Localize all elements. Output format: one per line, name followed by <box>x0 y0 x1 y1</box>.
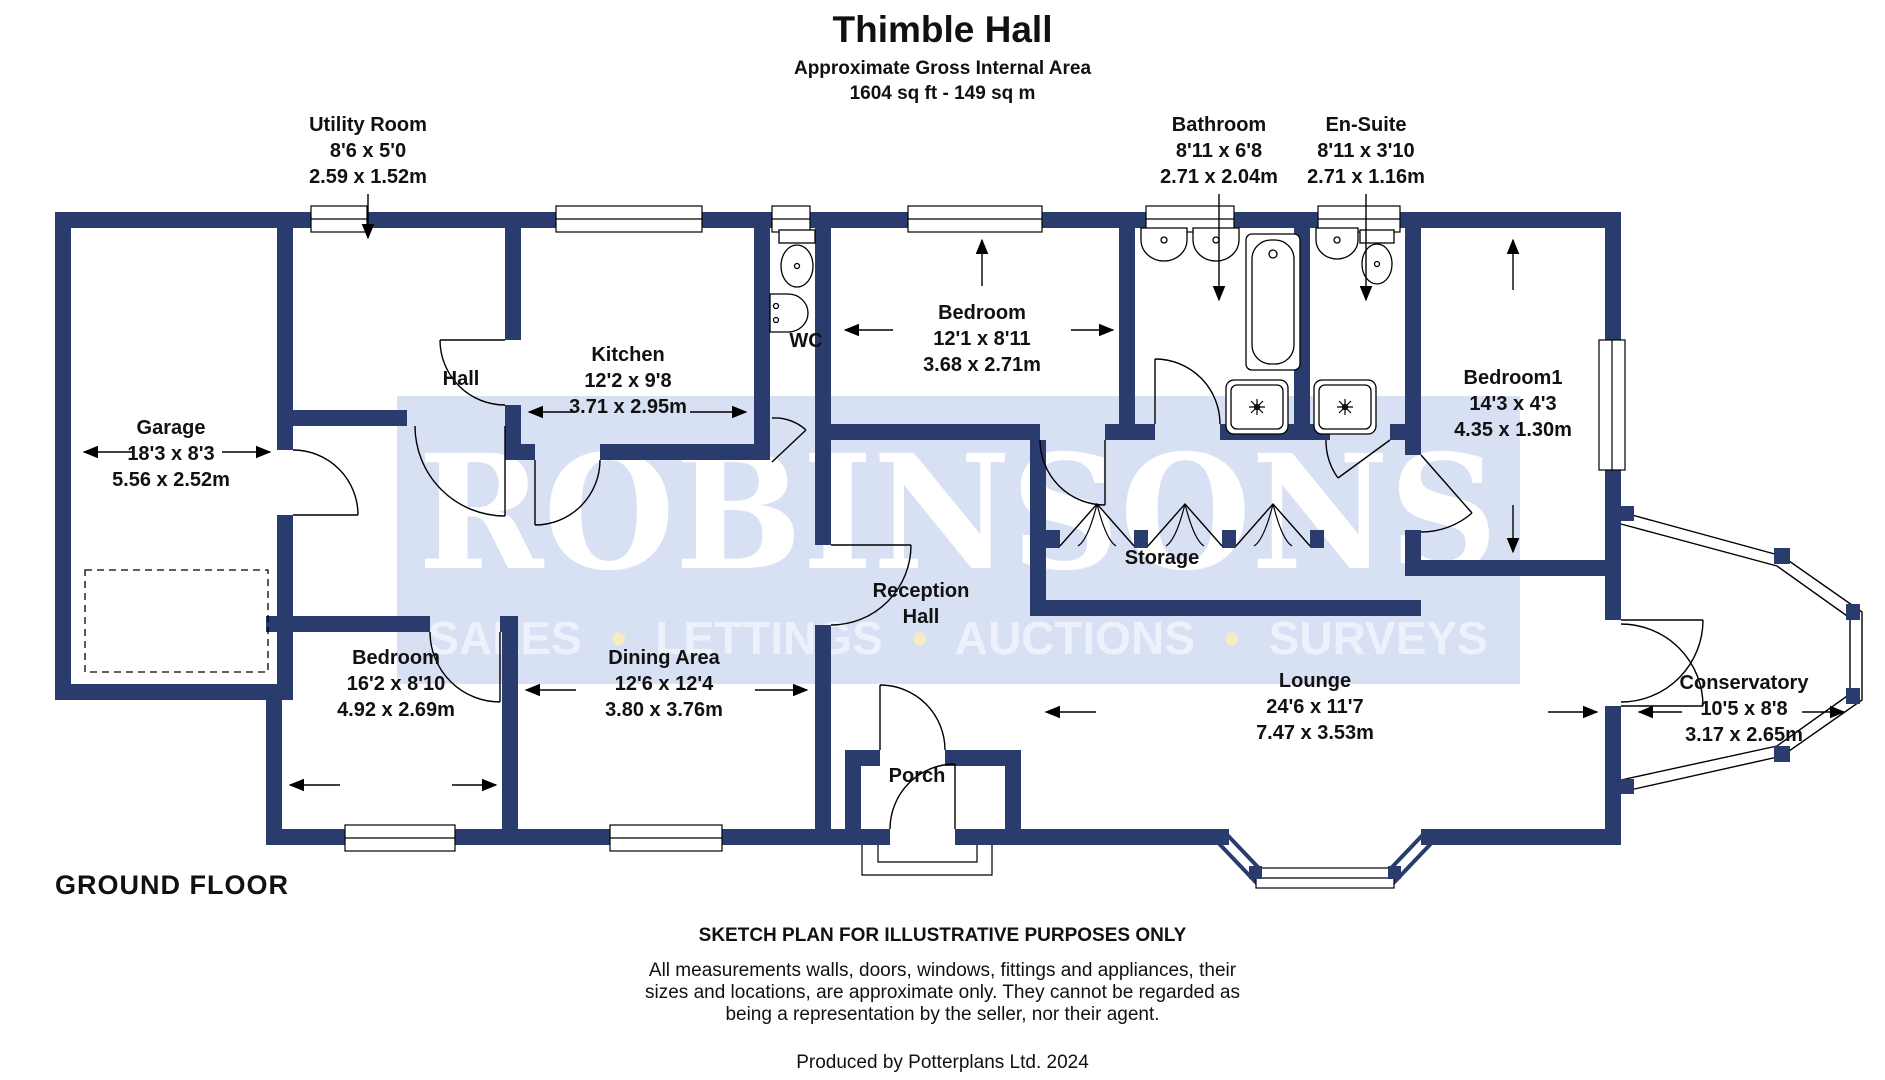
room-label-wc: WC <box>789 330 823 352</box>
header: Thimble Hall Approximate Gross Internal … <box>0 10 1885 106</box>
room-label-porch: Porch <box>888 765 946 787</box>
sink-icon <box>1192 227 1240 262</box>
entrance-steps <box>861 845 993 876</box>
conservatory-structure <box>1620 506 1863 794</box>
dimension-arrows <box>82 194 1846 792</box>
windows <box>310 205 1626 852</box>
watermark-title: ROBINSONS <box>418 421 1498 606</box>
page-subtitle: Approximate Gross Internal Area <box>793 58 1092 79</box>
toilet-icon <box>1359 229 1395 244</box>
doors <box>292 339 1704 830</box>
floor-label: GROUND FLOOR <box>55 870 289 900</box>
bathroom-fixtures <box>1140 227 1301 435</box>
toilet-icon <box>778 229 816 244</box>
wc-fixtures <box>769 229 816 333</box>
room-label-storage: Storage <box>1124 547 1200 569</box>
sink-icon <box>769 293 809 333</box>
room-label-reception-hall: Reception Hall <box>872 580 970 628</box>
lounge-bay-window <box>1213 829 1437 889</box>
walls <box>55 212 1621 845</box>
tagline-word: AUCTIONS <box>955 612 1195 664</box>
room-label-hall: Hall <box>442 368 480 390</box>
footer: SKETCH PLAN FOR ILLUSTRATIVE PURPOSES ON… <box>0 924 1885 1074</box>
watermark-band: ROBINSONS SALES • LETTINGS • AUCTIONS • … <box>397 396 1520 684</box>
tagline-word: LETTINGS <box>655 612 882 664</box>
gross-area: 1604 sq ft - 149 sq m <box>849 83 1036 104</box>
disclaimer: All measurements walls, doors, windows, … <box>645 960 1240 1025</box>
ensuite-fixtures <box>1313 227 1395 435</box>
producer-credit: Produced by Potterplans Ltd. 2024 <box>796 1052 1089 1073</box>
garage-dashed-area <box>84 569 269 673</box>
tagline-bullet: • <box>610 612 626 664</box>
sketch-notice: SKETCH PLAN FOR ILLUSTRATIVE PURPOSES ON… <box>698 925 1187 946</box>
tagline-word: SURVEYS <box>1269 612 1488 664</box>
storage-zigzag <box>1046 502 1324 548</box>
page-title: Thimble Hall <box>832 9 1053 50</box>
tagline-bullet: • <box>1224 612 1240 664</box>
sink-icon <box>1140 227 1188 262</box>
tagline-bullet: • <box>912 612 928 664</box>
